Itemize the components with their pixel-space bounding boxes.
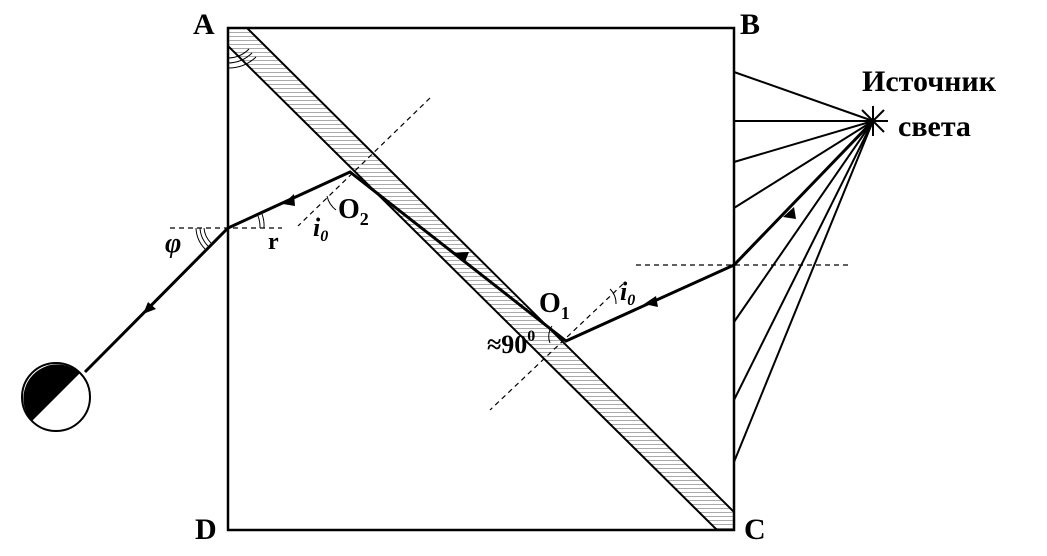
angle-label-i0-right-sub: 0 xyxy=(627,292,635,309)
point-label-o1: O1 xyxy=(539,288,570,323)
angle-label-i0-left: i0 xyxy=(313,213,328,245)
point-label-o2: O2 xyxy=(338,194,369,229)
diagonal-plate xyxy=(227,27,735,531)
source-label-line2: света xyxy=(898,110,971,143)
point-label-o2-sub: 2 xyxy=(360,209,369,229)
angle-label-i0-right-main: i xyxy=(620,277,628,306)
angle-arcs-a xyxy=(227,48,257,69)
vertex-label-a: A xyxy=(193,8,215,41)
angle-label-near90: ≈900 xyxy=(487,328,535,359)
point-label-o2-main: O xyxy=(338,194,360,225)
prism-square xyxy=(226,26,736,532)
point-label-o1-sub: 1 xyxy=(561,303,570,323)
vertex-label-c: C xyxy=(744,513,766,546)
light-ray-path xyxy=(83,119,875,374)
point-label-o1-main: O xyxy=(539,288,561,319)
vertex-label-d: D xyxy=(195,513,217,546)
source-label-line1: Источник xyxy=(862,65,997,98)
angle-label-phi: φ xyxy=(165,228,181,259)
angle-label-near90-main: ≈90 xyxy=(487,330,527,359)
source-rays xyxy=(733,71,874,463)
angle-label-i0-left-sub: 0 xyxy=(320,228,328,245)
vertex-label-b: B xyxy=(740,8,760,41)
eye-icon xyxy=(21,362,91,432)
angle-label-near90-sup: 0 xyxy=(527,328,535,345)
ray-arrowheads xyxy=(143,194,796,314)
angle-label-i0-right: i0 xyxy=(620,277,635,309)
angle-label-i0-left-main: i xyxy=(313,213,321,242)
small-angle-arcs xyxy=(195,195,617,344)
angle-label-r: r xyxy=(268,229,279,255)
